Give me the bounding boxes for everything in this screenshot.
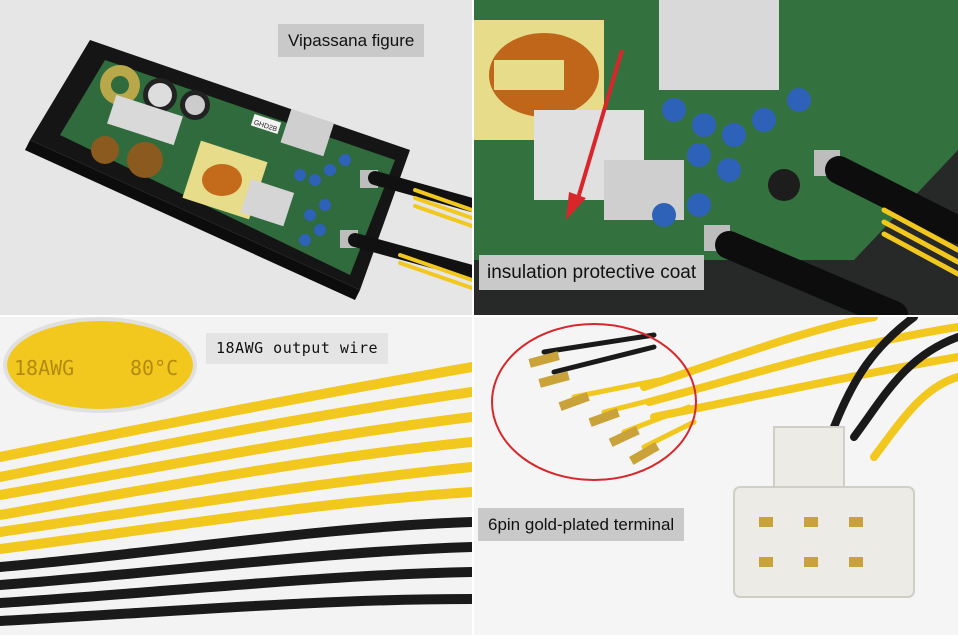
output-wire-photo: 18AWG 80°C <box>0 317 472 635</box>
caption-bottom-left: 18AWG output wire <box>206 333 389 364</box>
horizontal-divider <box>0 315 958 317</box>
wire-gauge-print: 18AWG <box>14 356 74 380</box>
vertical-divider <box>472 0 474 635</box>
terminal-connector-photo <box>474 317 958 635</box>
caption-bottom-right: 6pin gold-plated terminal <box>478 508 685 541</box>
wire-temp-print: 80°C <box>130 356 178 380</box>
caption-top-right: insulation protective coat <box>479 255 705 290</box>
caption-top-left: Vipassana figure <box>278 24 425 57</box>
terminal-connector-illustration <box>474 317 958 635</box>
output-wire-illustration: 18AWG 80°C <box>0 317 472 635</box>
